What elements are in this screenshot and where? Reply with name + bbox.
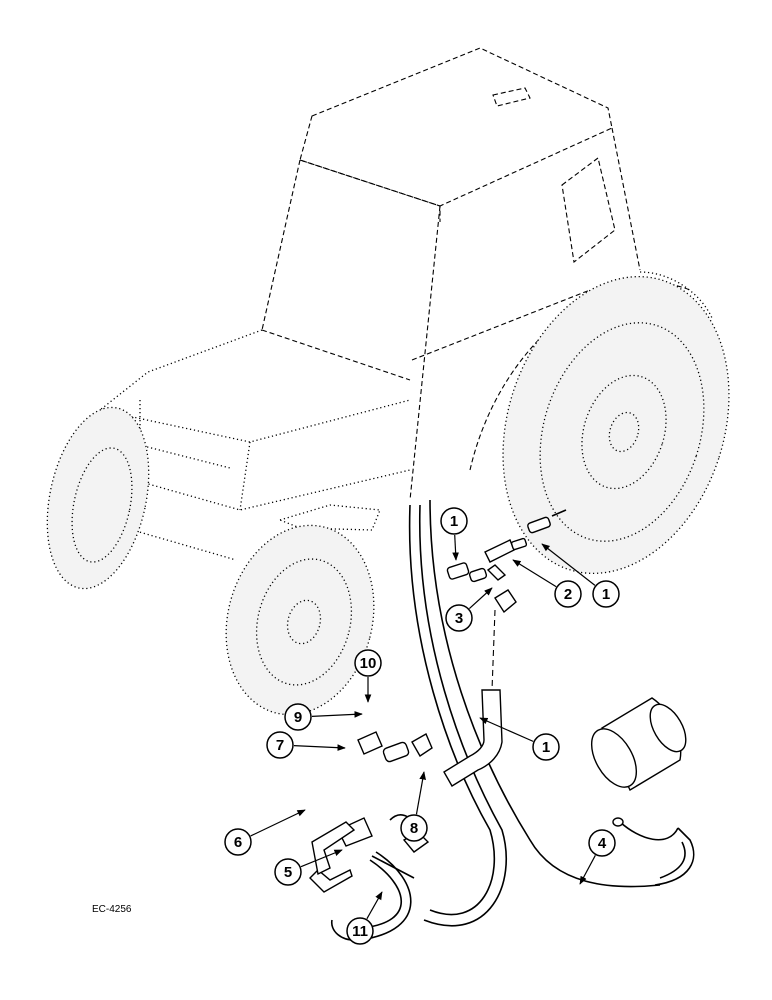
- callout-label: 1: [602, 586, 610, 603]
- coupler-parts: [309, 731, 433, 893]
- callout-11: 11: [346, 891, 383, 945]
- elbow-hose: [443, 689, 503, 787]
- hose-assembly: [331, 499, 695, 941]
- callout-leader: [579, 855, 596, 885]
- callout-2: 2: [512, 559, 582, 608]
- callout-label: 2: [564, 586, 572, 603]
- callout-circle: [532, 733, 560, 761]
- callout-label: 7: [276, 737, 284, 754]
- callout-6: 6: [224, 809, 306, 856]
- callout-label: 8: [410, 820, 418, 837]
- callout-10: 10: [354, 649, 382, 703]
- callout-5: 5: [274, 849, 343, 886]
- callout-1: 1: [440, 507, 468, 561]
- callout-circle: [266, 731, 294, 759]
- callout-circle: [354, 649, 382, 677]
- callout-leader: [311, 710, 363, 718]
- callout-label: 4: [598, 835, 607, 852]
- callout-label: 5: [284, 864, 292, 881]
- callout-leader: [512, 559, 557, 588]
- callout-leader: [541, 543, 596, 586]
- callout-leader: [468, 587, 493, 610]
- callout-label: 6: [234, 834, 242, 851]
- callout-circle: [440, 507, 468, 535]
- callout-circle: [592, 580, 620, 608]
- front-wheels: [46, 406, 375, 716]
- callout-3: 3: [445, 587, 493, 632]
- callout-leader: [300, 849, 343, 868]
- callout-label: 3: [455, 610, 463, 627]
- dashed-leader: [491, 609, 496, 691]
- callout-leader: [293, 744, 346, 752]
- callout-7: 7: [266, 731, 346, 759]
- callout-8: 8: [400, 771, 428, 842]
- callout-circle: [224, 828, 252, 856]
- callout-circle: [588, 829, 616, 857]
- callout-label: 1: [542, 739, 550, 756]
- callout-circle: [445, 604, 473, 632]
- callout-leader: [452, 534, 459, 561]
- callout-leader: [415, 771, 426, 815]
- callout-label: 11: [352, 923, 368, 940]
- callout-circle: [346, 917, 374, 945]
- callout-label: 1: [450, 513, 458, 530]
- rear-wheel: [502, 275, 730, 575]
- valve-parts: [446, 509, 567, 614]
- figure-id: EC-4256: [92, 904, 132, 915]
- callout-circle: [554, 580, 582, 608]
- callout-1: 1: [479, 717, 560, 761]
- callout-circle: [400, 814, 428, 842]
- callout-circle: [284, 703, 312, 731]
- callout-leader: [250, 809, 306, 837]
- callout-label: 10: [360, 655, 377, 672]
- callout-circle: [274, 858, 302, 886]
- callout-leader: [479, 717, 534, 742]
- callout-4: 4: [579, 829, 616, 885]
- callout-leader: [366, 891, 383, 920]
- callout-1: 1: [541, 543, 620, 608]
- callout-9: 9: [284, 703, 363, 731]
- filter-canister: [590, 697, 687, 792]
- callout-label: 9: [294, 709, 302, 726]
